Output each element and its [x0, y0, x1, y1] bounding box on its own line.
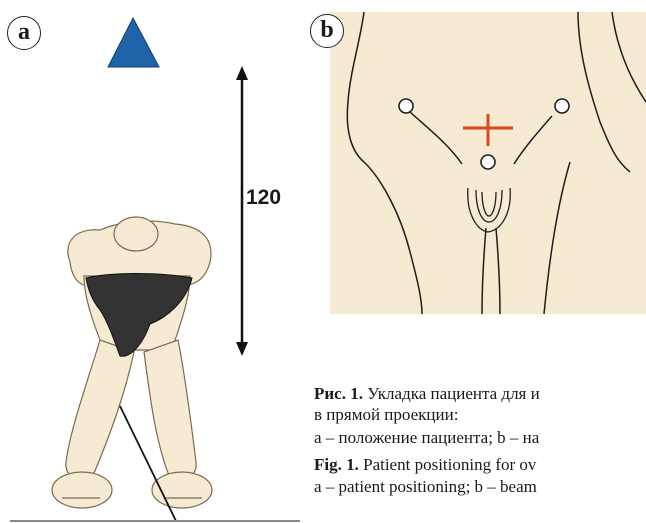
caption-ru-line-2: в прямой проекции:	[314, 405, 646, 425]
landmark-center-circle	[481, 155, 495, 169]
caption-en-line-2: a – patient positioning; b – beam	[314, 477, 646, 497]
caption-en-line-1: Fig. 1. Patient positioning for ov	[314, 455, 646, 475]
landmark-right-circle	[555, 99, 569, 113]
x-ray-source-triangle-icon	[108, 18, 159, 67]
caption-en-text-1: Patient positioning for ov	[359, 455, 537, 474]
caption-ru-line-3: а – положение пациента; b – на	[314, 428, 646, 448]
patient-positioning-illustration	[0, 0, 310, 523]
landmark-left-circle	[399, 99, 413, 113]
beam-centering-illustration	[330, 12, 646, 314]
patient-figure	[52, 217, 212, 508]
panel-b-label: b	[310, 14, 344, 48]
distance-arrow	[236, 66, 248, 356]
distance-label: 120	[246, 186, 281, 210]
caption-en-figure-label: Fig. 1.	[314, 455, 359, 474]
caption-ru-line-1: Рис. 1. Укладка пациента для и	[314, 384, 646, 404]
caption-ru-figure-label: Рис. 1.	[314, 384, 363, 403]
caption-ru-text-1: Укладка пациента для и	[363, 384, 540, 403]
